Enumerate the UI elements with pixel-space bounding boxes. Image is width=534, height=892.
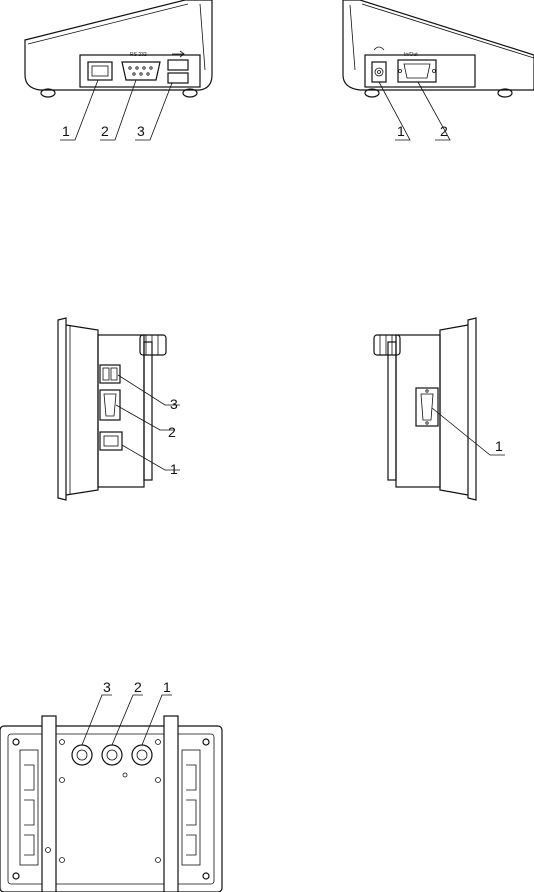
top-right-side-view: In/Out 1 2 [343,0,534,140]
top-left-side-view: RS 232 1 2 3 [25,0,212,140]
rs232-port-icon [100,390,120,420]
cable-gland-icon [72,745,152,765]
usb-port-icon [100,365,120,383]
in-out-port-icon: In/Out [398,52,436,82]
dc-power-jack-icon [372,47,386,82]
callout-1: 1 [495,438,503,454]
bottom-rear-view: 3 2 1 [0,679,222,892]
usb-port-icon [168,51,188,83]
callout-1: 1 [397,123,405,139]
callout-1: 1 [62,123,70,139]
ethernet-port-icon [100,432,122,450]
callout-2: 2 [168,424,176,440]
in-out-label: In/Out [404,52,418,58]
callout-3: 3 [103,679,111,695]
middle-right-panel-view: 1 [374,318,505,500]
middle-left-panel-view: 3 2 1 [58,318,180,500]
callout-1: 1 [163,679,171,695]
rs232-port-icon: RS 232 [122,52,160,80]
callout-3: 3 [170,396,178,412]
ethernet-port-icon [88,62,112,80]
callout-3: 3 [137,123,145,139]
callout-2: 2 [440,123,448,139]
callout-2: 2 [134,679,142,695]
callout-2: 2 [101,123,109,139]
in-out-port-icon [416,388,438,426]
callout-1: 1 [170,461,178,477]
rs232-label: RS 232 [130,52,147,58]
